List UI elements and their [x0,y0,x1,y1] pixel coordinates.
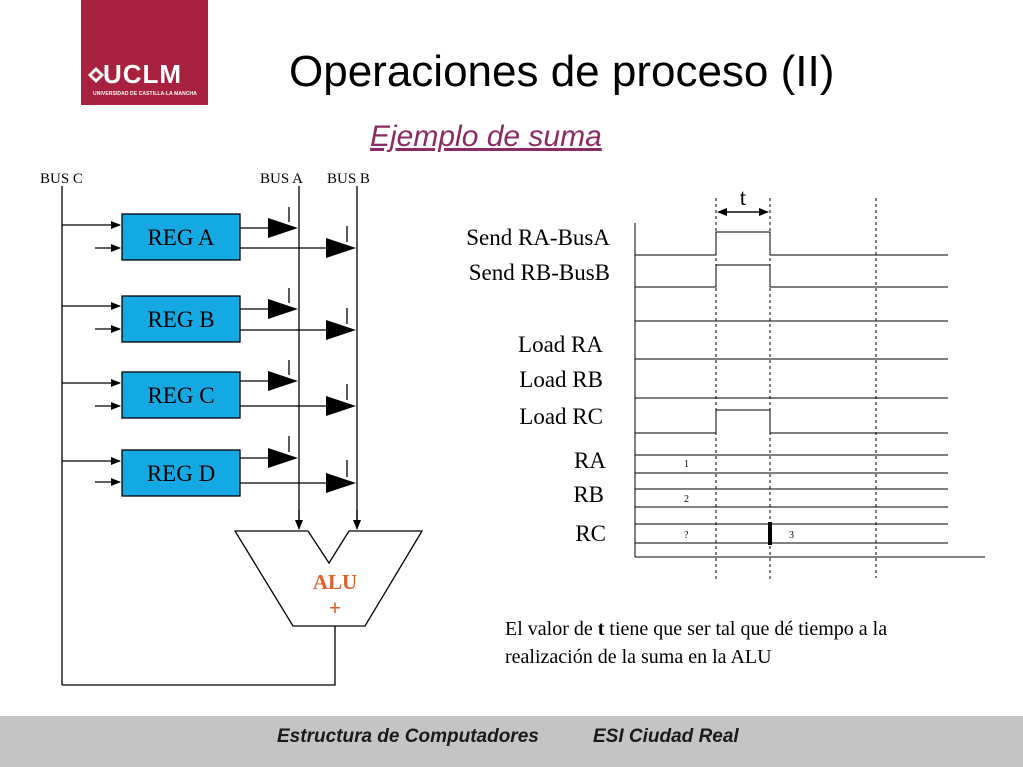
register-d-group: REG D [62,436,356,497]
register-c-box [121,371,241,419]
rc-value-before: ? [684,530,689,541]
register-a-group: REG A [62,207,356,261]
register-a-label: REG A [147,225,214,250]
page-subtitle: Ejemplo de suma [370,120,602,153]
register-d-box [121,449,241,497]
alu-output-line [62,626,336,686]
wave-send-ra-busa [635,231,948,256]
alu-op: + [329,595,342,620]
alu-label: ALU [313,570,357,594]
page-title: Operaciones de proceso (II) [289,47,835,96]
rb-value: 2 [684,494,689,505]
signal-send-ra-busa: Send RA-BusA [466,225,610,250]
ra-value: 1 [684,459,689,470]
explanation-note: El valor de t tiene que ser tal que dé t… [505,618,888,668]
register-d-label: REG D [147,461,215,486]
register-b-label: REG B [147,307,214,332]
bus-c-label: BUS C [40,171,83,187]
bus-a-label: BUS A [260,171,303,187]
register-b-box [121,295,241,343]
alu-shape [233,530,424,627]
bus-b-label: BUS B [327,171,370,187]
signal-load-rb: Load RB [519,367,603,392]
rc-value-after: 3 [789,530,794,541]
t-label: t [740,185,747,210]
logo-emblem-icon [88,67,104,83]
datapath-and-timing-diagram: BUS C BUS A BUS B REG A REG B REG C [40,171,985,686]
signal-send-rb-busb: Send RB-BusB [469,260,610,285]
wave-send-rb-busb [635,264,948,288]
signal-rb: RB [573,482,604,507]
signal-ra: RA [574,448,606,473]
footer-course: Estructura de Computadores [277,726,539,747]
signal-load-rc: Load RC [519,404,603,429]
signal-rc: RC [575,521,606,546]
footer-bar: Estructura de Computadores ESI Ciudad Re… [0,716,1023,767]
wave-load-rc [635,409,948,434]
register-b-group: REG B [62,288,356,343]
footer-school: ESI Ciudad Real [593,726,739,747]
register-c-group: REG C [62,360,356,419]
register-a-box [121,213,241,261]
timing-diagram: t Send RA-BusA Send RB-BusB Load RA Load… [466,185,985,582]
uclm-logo: UCLM UNIVERSIDAD DE CASTILLA-LA MANCHA [81,0,208,105]
rc-transition-mark [768,522,772,545]
register-c-label: REG C [147,383,214,408]
logo-word: UCLM [103,59,183,89]
logo-subtitle: UNIVERSIDAD DE CASTILLA-LA MANCHA [93,91,197,97]
signal-load-ra: Load RA [518,332,603,357]
